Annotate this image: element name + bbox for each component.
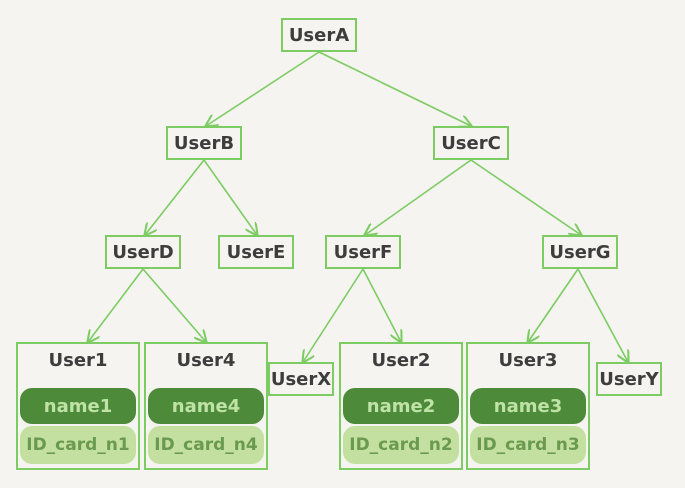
edge-c-f xyxy=(365,159,472,235)
leaf-id-field: ID_card_n1 xyxy=(20,426,136,464)
leaf-title: User1 xyxy=(48,350,108,371)
edge-d-user4 xyxy=(142,268,206,342)
leaf-name-field: name1 xyxy=(20,388,136,424)
node-user-b: UserB xyxy=(166,126,242,160)
edge-c-g xyxy=(470,159,581,235)
node-user-d: UserD xyxy=(105,235,181,269)
leaf-user2: User2 name2 ID_card_n2 xyxy=(339,342,463,470)
edge-f-user2 xyxy=(362,268,401,342)
leaf-name-field: name3 xyxy=(470,388,586,424)
leaf-id-field: ID_card_n3 xyxy=(470,426,586,464)
leaf-title: User2 xyxy=(371,350,431,371)
leaf-name-field: name4 xyxy=(148,388,264,424)
edge-g-user3 xyxy=(528,268,579,342)
leaf-name-field: name2 xyxy=(343,388,459,424)
node-user-c: UserC xyxy=(433,126,509,160)
leaf-user4: User4 name4 ID_card_n4 xyxy=(144,342,268,470)
leaf-title: User4 xyxy=(176,350,236,371)
node-user-x: UserX xyxy=(268,362,334,396)
node-user-e: UserE xyxy=(218,235,294,269)
node-user-f: UserF xyxy=(325,235,401,269)
leaf-user3: User3 name3 ID_card_n3 xyxy=(466,342,590,470)
edge-d-user1 xyxy=(88,268,144,342)
edge-b-e xyxy=(203,159,257,235)
leaf-user1: User1 name1 ID_card_n1 xyxy=(16,342,140,470)
node-user-a: UserA xyxy=(281,18,357,52)
edge-g-y xyxy=(577,268,628,362)
leaf-id-field: ID_card_n4 xyxy=(148,426,264,464)
leaf-title: User3 xyxy=(498,350,558,371)
leaf-id-field: ID_card_n2 xyxy=(343,426,459,464)
node-user-g: UserG xyxy=(542,235,618,269)
edge-a-b xyxy=(206,51,320,126)
edge-a-c xyxy=(318,51,471,126)
edge-b-d xyxy=(145,159,205,235)
edge-f-x xyxy=(303,268,364,362)
node-user-y: UserY xyxy=(596,362,662,396)
